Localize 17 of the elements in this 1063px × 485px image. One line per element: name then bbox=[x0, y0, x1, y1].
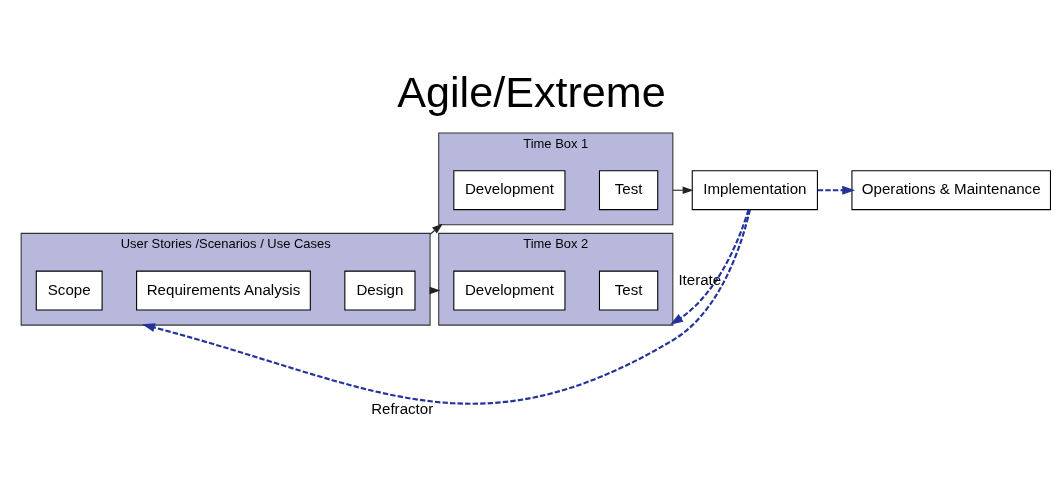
arrow bbox=[141, 209, 751, 405]
node-box: Test bbox=[598, 270, 659, 311]
arrow bbox=[670, 209, 750, 325]
node-box: Scope bbox=[35, 270, 103, 311]
node-box: Requirements Analysis bbox=[136, 270, 311, 311]
node-box: Development bbox=[453, 169, 566, 210]
node-box: Design bbox=[344, 270, 416, 311]
arrow bbox=[429, 223, 443, 235]
arrow bbox=[817, 185, 856, 195]
arrow bbox=[672, 185, 694, 194]
diagram-title: Agile/Extreme bbox=[397, 67, 666, 116]
edge-label: Iterate bbox=[678, 270, 722, 288]
node-box: Test bbox=[598, 169, 659, 210]
node-box: Development bbox=[453, 270, 566, 311]
node-box: Operations & Maintenance bbox=[851, 169, 1051, 210]
node-box: Implementation bbox=[691, 169, 818, 210]
edge-label: Refractor bbox=[371, 399, 434, 417]
